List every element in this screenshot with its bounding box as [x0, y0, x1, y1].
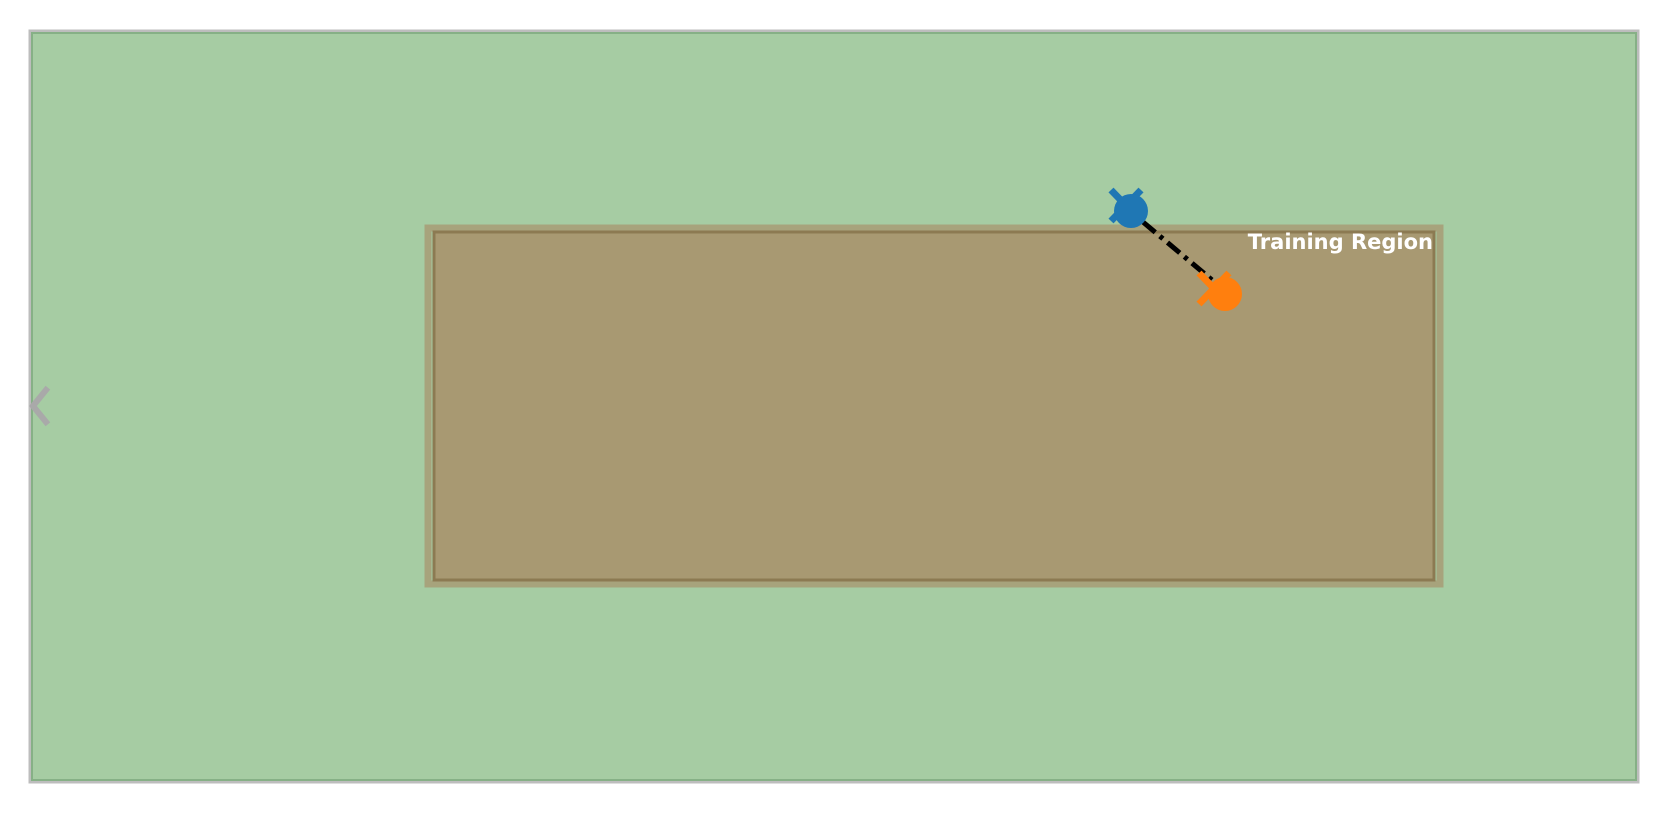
left-chevron-icon — [29, 385, 51, 427]
training-region — [432, 230, 1436, 582]
training-region-outline — [424, 224, 1444, 588]
training-region-label: Training Region — [1248, 230, 1433, 254]
player-1-marker — [1108, 187, 1148, 228]
player-2-marker — [1196, 270, 1242, 311]
